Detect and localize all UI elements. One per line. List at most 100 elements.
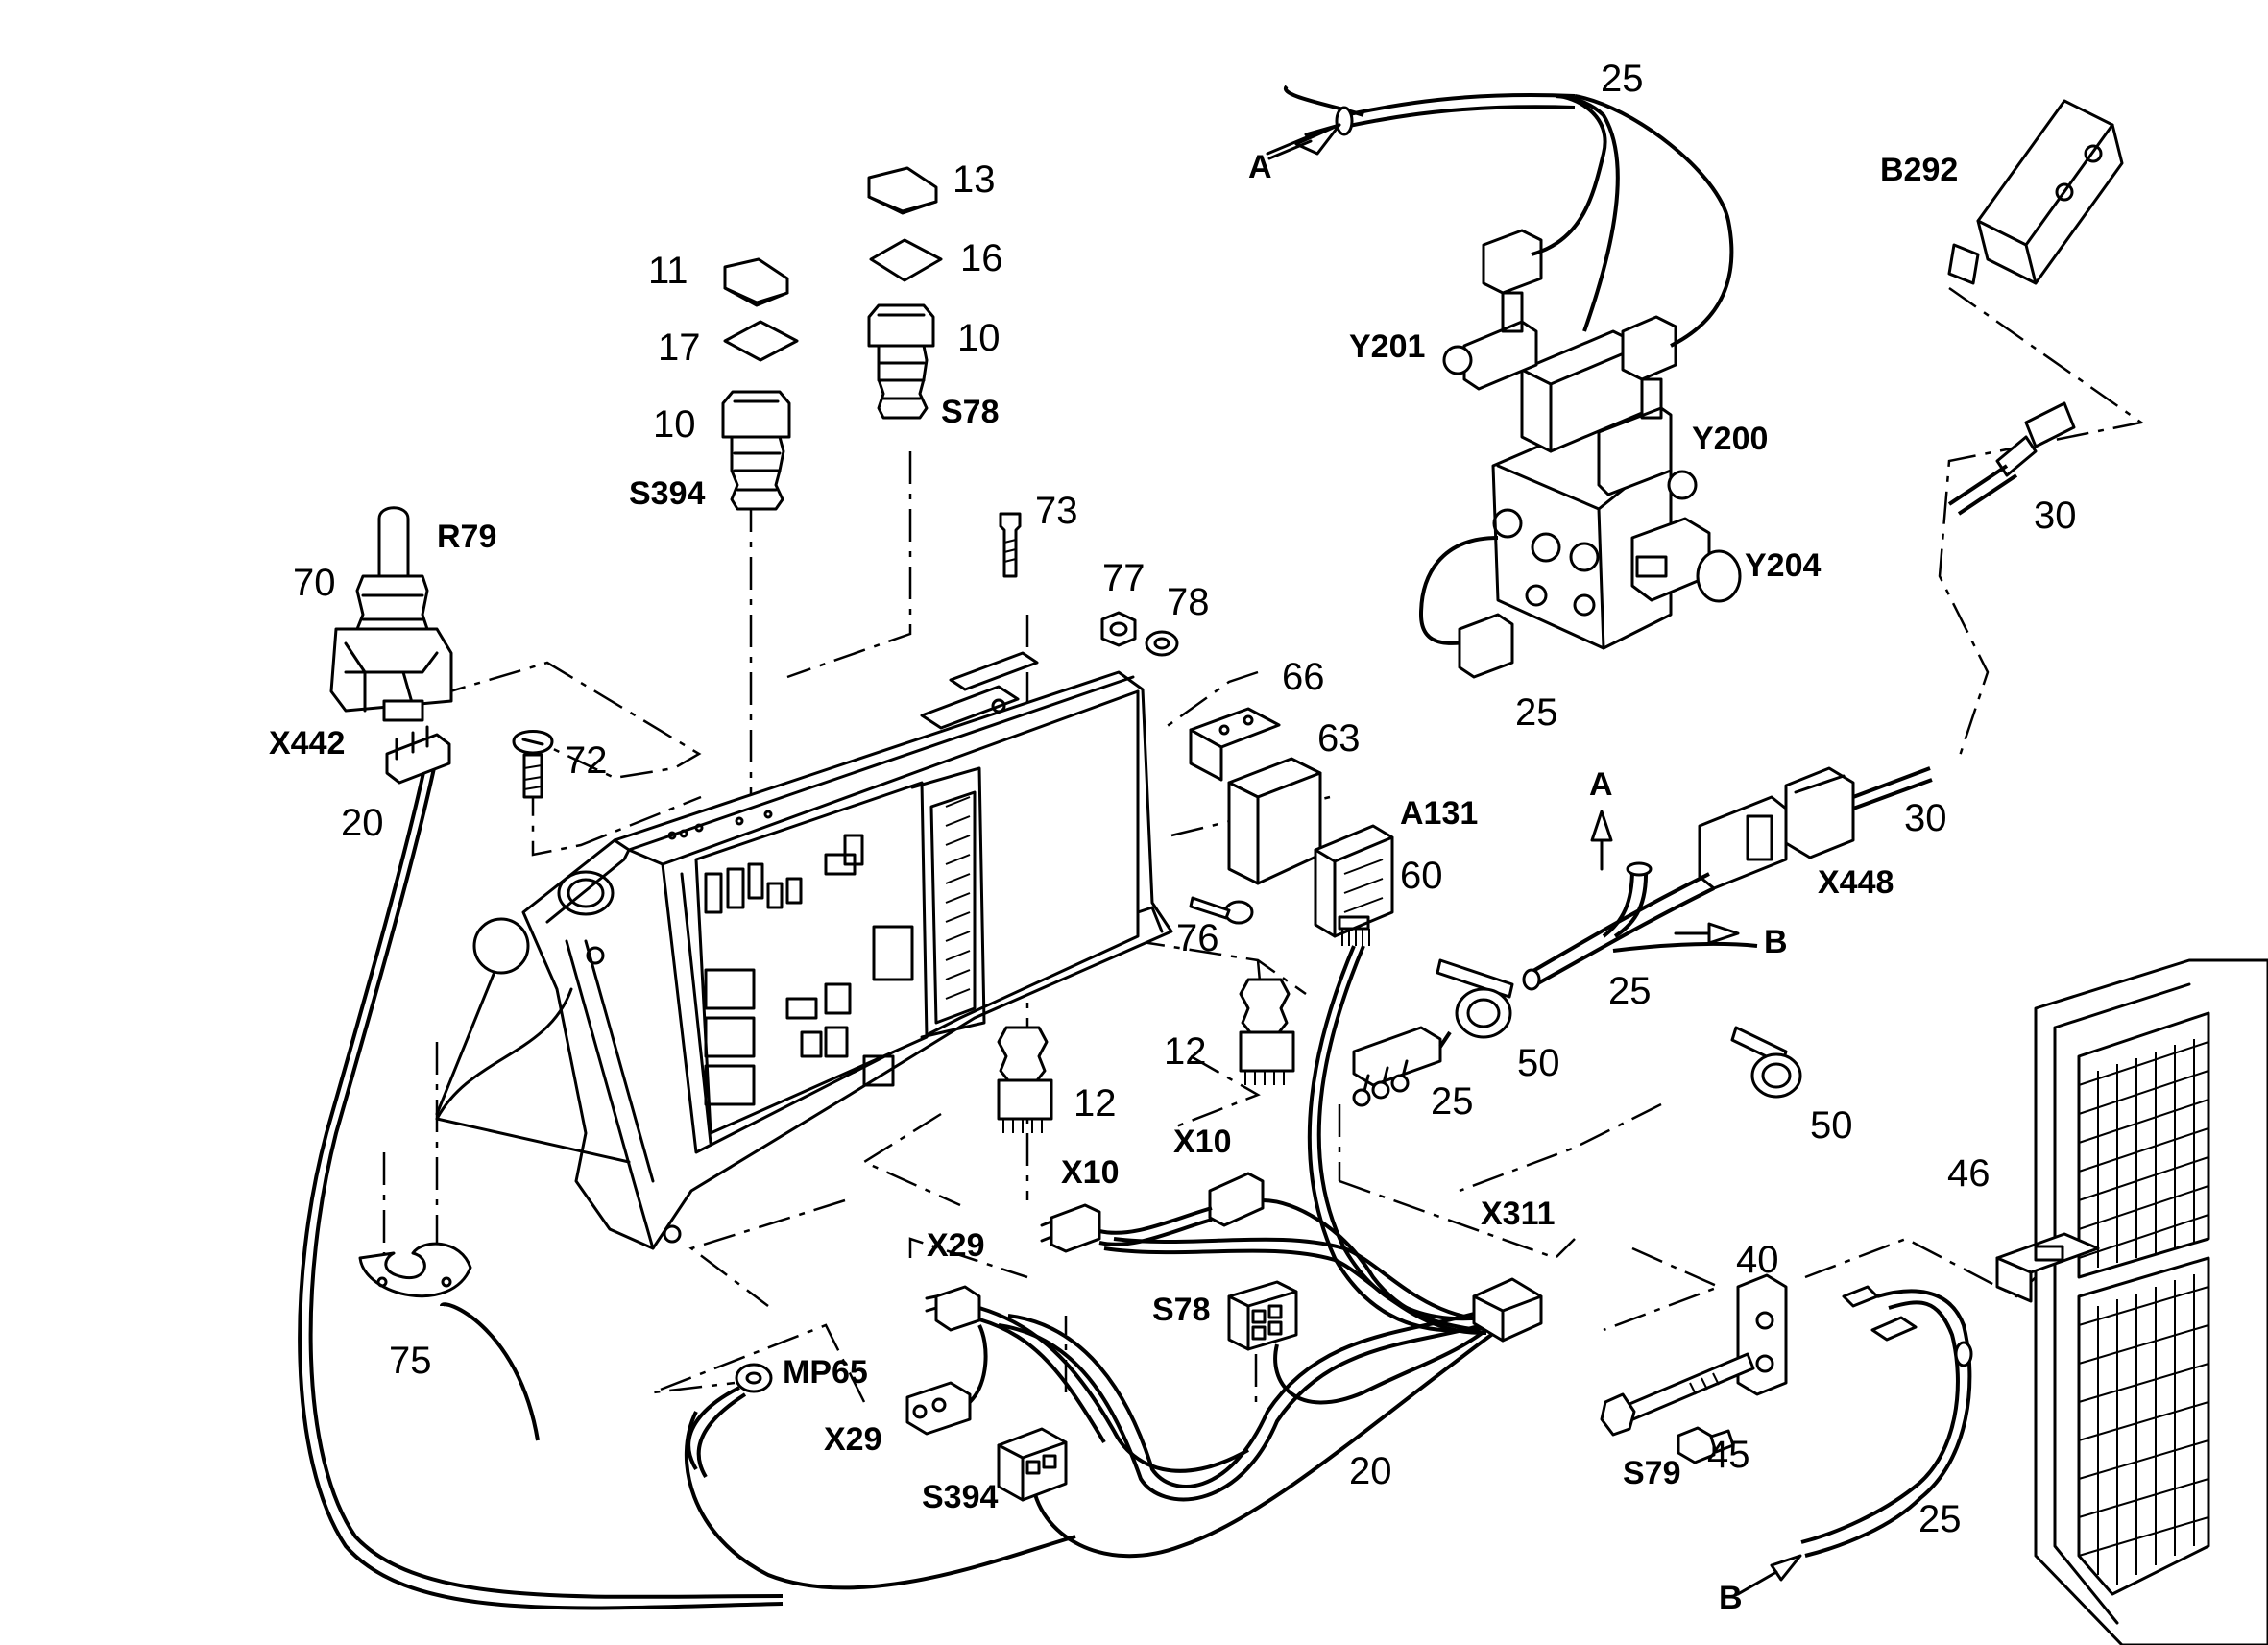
control-box-housing (435, 651, 1173, 1250)
nut-77-icon (1100, 611, 1137, 647)
label-30-top: 30 (2034, 495, 2077, 537)
label-60: 60 (1400, 855, 1443, 897)
label-25-valve: 25 (1515, 691, 1558, 734)
label-50-a: 50 (1517, 1042, 1560, 1084)
heatsink-fins (945, 796, 971, 1000)
label-s79: S79 (1623, 1455, 1681, 1491)
bolt-s79 (1600, 1352, 1755, 1437)
label-s394-top: S394 (629, 475, 705, 512)
label-b-mid: B (1764, 924, 1788, 960)
connector-x10-pair (1040, 1172, 1480, 1332)
label-73: 73 (1035, 490, 1078, 532)
label-25-bot: 25 (1918, 1498, 1962, 1540)
label-70: 70 (293, 562, 336, 604)
connector-s394-block (997, 1427, 1068, 1502)
label-66: 66 (1282, 656, 1325, 698)
label-x10-right: X10 (1173, 1124, 1232, 1160)
grille-mesh (2078, 1039, 2209, 1585)
cable-30-top (1947, 401, 2076, 516)
label-12-right: 12 (1164, 1030, 1207, 1073)
label-20-bot: 20 (1349, 1450, 1392, 1492)
machine-panel (1995, 958, 2268, 1645)
label-20-left: 20 (341, 802, 384, 844)
label-a-mid: A (1589, 766, 1613, 803)
arrow-b-bot-icon (1736, 1554, 1802, 1596)
connector-x29-top (925, 1285, 1249, 1473)
label-45: 45 (1707, 1434, 1750, 1476)
label-25-mid: 25 (1608, 970, 1652, 1012)
sensor-b292 (1947, 99, 2124, 285)
valve-block (1418, 94, 1742, 679)
label-x29-top: X29 (927, 1227, 985, 1264)
bracket-66 (1189, 707, 1281, 782)
label-76: 76 (1176, 917, 1219, 959)
label-s78-top: S78 (941, 394, 1000, 430)
label-16: 16 (960, 237, 1003, 279)
label-a-top: A (1248, 149, 1272, 185)
module-a131 (1314, 824, 1394, 946)
label-63: 63 (1317, 717, 1361, 760)
label-50-b: 50 (1810, 1104, 1853, 1147)
label-77: 77 (1102, 557, 1146, 599)
switch-12-b (1239, 978, 1295, 1085)
label-10-right: 10 (957, 317, 1001, 359)
label-46: 46 (1947, 1152, 1991, 1195)
label-a131: A131 (1400, 795, 1478, 832)
arrow-a-top-icon (1267, 123, 1341, 160)
label-25-conn: 25 (1431, 1080, 1474, 1123)
label-17: 17 (658, 327, 701, 369)
label-y204: Y204 (1745, 547, 1821, 584)
cable-split-25 (1522, 861, 1758, 991)
ground-point-mp65 (687, 1363, 773, 1479)
label-r79: R79 (437, 519, 496, 555)
label-30-mid: 30 (1904, 797, 1947, 839)
plate-63 (1227, 757, 1322, 885)
arrow-a-mid-icon (1590, 810, 1613, 871)
label-72: 72 (565, 739, 608, 782)
label-40: 40 (1736, 1239, 1779, 1281)
switch-12-a (997, 1026, 1053, 1133)
label-25-top: 25 (1601, 58, 1644, 100)
screw-73-icon (999, 512, 1022, 578)
connector-x311-end (1472, 1277, 1543, 1343)
label-x311: X311 (1481, 1196, 1556, 1232)
retainer-ring-75 (358, 1242, 472, 1298)
screw-72-icon (512, 730, 554, 799)
label-s78-bot: S78 (1152, 1292, 1211, 1328)
bracket-40 (1736, 1273, 1788, 1396)
label-x29-bot: X29 (824, 1421, 882, 1458)
switch-s78-stack (867, 166, 943, 420)
connector-x311-body (1352, 1026, 1452, 1107)
connector-x448 (1698, 766, 1933, 890)
cable-25-bottom (1800, 1285, 1973, 1558)
label-11: 11 (648, 250, 688, 292)
cable-tie-50-b (1730, 1026, 1802, 1099)
label-13: 13 (953, 158, 996, 201)
callout-labels: 25 A B292 13 16 11 17 10 10 S78 S394 Y20… (269, 58, 2077, 1616)
label-y201: Y201 (1349, 328, 1425, 365)
label-10-left: 10 (653, 403, 696, 446)
label-12-left: 12 (1074, 1082, 1117, 1125)
arrow-b-mid-icon (1674, 922, 1740, 945)
label-75: 75 (389, 1340, 432, 1382)
joystick-switch-r79 (329, 506, 453, 722)
connector-x442 (385, 725, 451, 785)
label-mp65: MP65 (783, 1354, 868, 1391)
connector-s78-block (1227, 1280, 1298, 1351)
screw-76-icon (1189, 896, 1254, 925)
label-s394-bot: S394 (922, 1479, 998, 1515)
pcb-components (704, 834, 914, 1106)
label-x448: X448 (1818, 864, 1894, 901)
harness-cables (298, 85, 1507, 1610)
knob (435, 917, 530, 1116)
washer-78-icon (1145, 630, 1179, 657)
label-b-bot: B (1719, 1580, 1743, 1616)
switch-s394-stack (721, 257, 799, 511)
label-78: 78 (1167, 581, 1210, 623)
label-x10-left: X10 (1061, 1154, 1120, 1191)
label-x442: X442 (269, 725, 345, 762)
label-b292: B292 (1880, 152, 1958, 188)
cable-tie-50-a (1436, 958, 1514, 1039)
label-y200: Y200 (1692, 421, 1768, 457)
